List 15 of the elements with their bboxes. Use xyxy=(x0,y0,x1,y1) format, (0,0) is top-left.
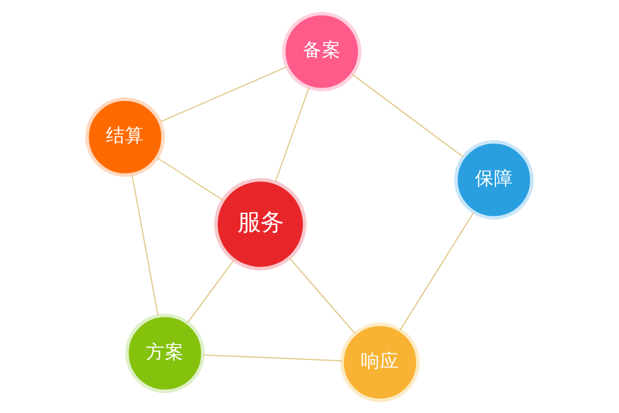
connector xyxy=(131,174,159,316)
node-circle: 响应 xyxy=(340,322,420,402)
connector xyxy=(274,86,310,182)
node-circle: 备案 xyxy=(282,11,362,91)
connector xyxy=(160,66,288,122)
connector xyxy=(352,73,464,157)
node-circle: 方案 xyxy=(125,313,205,393)
node-circle: 保障 xyxy=(454,140,534,220)
node-circle: 服务 xyxy=(214,178,306,270)
connector xyxy=(187,259,234,323)
connector xyxy=(156,156,224,200)
connector xyxy=(289,257,356,334)
connector xyxy=(400,212,474,330)
node-circle: 结算 xyxy=(85,96,165,176)
connector xyxy=(202,354,342,361)
